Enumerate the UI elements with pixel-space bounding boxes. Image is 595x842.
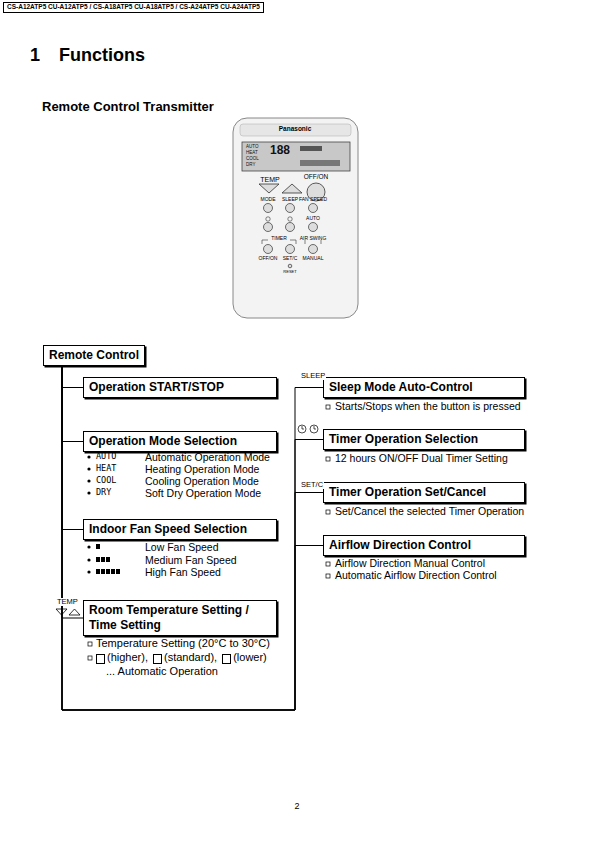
level-icon [222, 654, 231, 664]
box-heading: Operation START/STOP [89, 380, 271, 395]
remote-body [233, 118, 358, 318]
function-box: Sleep Mode Auto-Control [323, 377, 525, 398]
text-label: 2 [294, 802, 299, 811]
function-box: Timer Operation Selection [323, 429, 525, 450]
tree-connector [62, 366, 323, 710]
remote-label: FAN SPEED [299, 197, 327, 202]
remote-label: MANUAL [303, 256, 324, 261]
tree-connector [62, 366, 83, 530]
text-label: Remote Control Transmitter [42, 100, 214, 114]
remote-label: AIR SWING [300, 236, 327, 241]
tree-connector [62, 366, 323, 710]
text-label: AUTO [96, 452, 116, 461]
function-box: Operation START/STOP [83, 377, 277, 398]
box-heading: Timer Operation Selection [329, 432, 519, 447]
text-label: (higher), [107, 652, 148, 664]
temp-up-button [282, 184, 302, 193]
text-label: (standard), [164, 652, 217, 664]
text-label: SLEEP [300, 372, 326, 380]
text-label: Set/Cancel the selected Timer Operation [335, 506, 524, 517]
lcd-bars [300, 146, 322, 151]
remote-label: TIMER [271, 236, 287, 241]
clock-icons [298, 425, 318, 433]
lcd-screen [242, 142, 350, 171]
text-label: Airflow Direction Manual Control [335, 558, 485, 569]
box-heading: Indoor Fan Speed Selection [89, 522, 271, 537]
function-box: Airflow Direction Control [323, 535, 525, 556]
lcd-segment [300, 160, 340, 166]
text-label: TEMP [56, 598, 79, 606]
text-label: DRY [96, 488, 111, 497]
function-box: Room Temperature Setting / Time Setting [83, 600, 277, 636]
text-label: COOL [96, 476, 116, 485]
remote-label: AUTO [306, 216, 320, 221]
box-heading: Airflow Direction Control [329, 538, 519, 553]
tree-connector [62, 366, 83, 388]
box-heading: Operation Mode Selection [89, 434, 271, 449]
tree-connector [62, 366, 323, 710]
remote-label: MODE [261, 197, 276, 202]
text-label: SET/C [300, 481, 324, 489]
text-label: Medium Fan Speed [145, 555, 237, 566]
root-box: Remote Control [43, 345, 145, 366]
box-heading: Room Temperature Setting / Time Setting [89, 603, 271, 633]
text-label: Automatic Operation Mode [145, 452, 270, 463]
text-label: Cooling Operation Mode [145, 476, 259, 487]
remote-label: SET/C [283, 256, 298, 261]
text-label: HEAT [96, 464, 116, 473]
brand-strip [240, 124, 351, 136]
level-icon [153, 654, 162, 664]
remote-label: COOL [246, 157, 259, 162]
function-box: Timer Operation Set/Cancel [323, 482, 525, 503]
temp-arrow-icons [56, 609, 80, 615]
temp-down-button [259, 184, 279, 193]
remote-label: DRY [246, 163, 255, 168]
text-label: Temperature Setting (20°C to 30°C) [96, 638, 270, 650]
remote-label: AUTO [246, 145, 258, 150]
text-label: High Fan Speed [145, 567, 221, 578]
text-label: (lower) [233, 652, 267, 664]
remote-label: OFF/ON [259, 256, 278, 261]
text-label: ... Automatic Operation [106, 666, 218, 678]
tree-connector [62, 366, 83, 618]
text-label: Starts/Stops when the button is pressed [335, 401, 521, 412]
text-label: Low Fan Speed [145, 542, 219, 553]
tree-connector [62, 366, 83, 442]
box-heading: Timer Operation Set/Cancel [329, 485, 519, 500]
remote-label: HEAT [246, 151, 258, 156]
function-box: Operation Mode Selection [83, 431, 277, 452]
text-label: Soft Dry Operation Mode [145, 488, 261, 499]
remote-label: RESET [283, 270, 296, 274]
text-label: Heating Operation Mode [145, 464, 259, 475]
function-box: Indoor Fan Speed Selection [83, 519, 277, 540]
remote-label: TEMP [260, 176, 279, 183]
page-title: 1 Functions [30, 45, 145, 66]
bullets [87, 455, 90, 573]
text-label: 12 hours ON/OFF Dual Timer Setting [335, 453, 508, 464]
level-icon [96, 654, 105, 664]
box-heading: Remote Control [49, 348, 139, 363]
tree-connector [62, 366, 323, 710]
model-header: CS-A12ATP5 CU-A12ATP5 / CS-A18ATP5 CU-A1… [3, 2, 264, 13]
fan-speed-bars [96, 544, 120, 574]
remote-label: Panasonic [279, 126, 312, 133]
text-label: Automatic Airflow Direction Control [335, 570, 497, 581]
box-heading: Sleep Mode Auto-Control [329, 380, 519, 395]
remote-label: OFF/ON [304, 174, 329, 181]
remote-label: 188 [270, 144, 290, 157]
remote-label: SLEEP [282, 197, 298, 202]
